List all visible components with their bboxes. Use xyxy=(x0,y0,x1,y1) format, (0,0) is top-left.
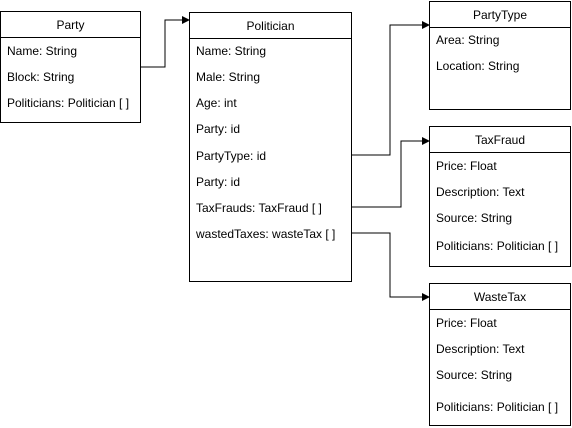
politician-field-partytype: PartyType: id xyxy=(196,149,267,163)
wastetax-field-description: Description: Text xyxy=(436,342,525,356)
wastetax-entity[interactable]: WasteTax Price: Float Description: Text … xyxy=(429,283,571,426)
connector-politician-to-taxfraud xyxy=(351,137,430,208)
taxfraud-field-politicians: Politicians: Politician [ ] xyxy=(436,239,559,253)
wastetax-field-politicians: Politicians: Politician [ ] xyxy=(436,400,559,414)
partytype-title: PartyType xyxy=(430,2,570,28)
partytype-field-location: Location: String xyxy=(436,59,520,73)
party-field-politicians: Politicians: Politician [ ] xyxy=(7,96,130,110)
politician-entity[interactable]: Politician Name: String Male: String Age… xyxy=(189,12,352,282)
taxfraud-entity[interactable]: TaxFraud Price: Float Description: Text … xyxy=(429,126,571,267)
politician-title: Politician xyxy=(190,13,351,39)
taxfraud-title: TaxFraud xyxy=(430,127,570,153)
party-field-block: Block: String xyxy=(7,70,75,84)
partytype-field-area: Area: String xyxy=(436,33,500,47)
politician-field-taxfrauds: TaxFrauds: TaxFraud [ ] xyxy=(196,201,322,215)
politician-field-male: Male: String xyxy=(196,70,261,84)
wastetax-field-source: Source: String xyxy=(436,368,513,382)
party-field-name: Name: String xyxy=(7,44,78,58)
taxfraud-field-price: Price: Float xyxy=(436,159,497,173)
taxfraud-field-source: Source: String xyxy=(436,211,513,225)
partytype-entity[interactable]: PartyType Area: String Location: String xyxy=(429,1,571,110)
politician-field-age: Age: int xyxy=(196,96,237,110)
connector-politician-to-wastetax xyxy=(351,232,430,301)
politician-field-party: Party: id xyxy=(196,122,241,136)
connector-politician-to-partytype xyxy=(351,21,430,156)
party-entity[interactable]: Party Name: String Block: String Politic… xyxy=(0,11,141,123)
politician-field-party-2: Party: id xyxy=(196,175,241,189)
politician-field-name: Name: String xyxy=(196,44,267,58)
wastetax-field-price: Price: Float xyxy=(436,316,497,330)
wastetax-title: WasteTax xyxy=(430,284,570,310)
party-title: Party xyxy=(1,12,140,38)
taxfraud-field-description: Description: Text xyxy=(436,185,525,199)
connector-party-to-politician xyxy=(140,16,190,68)
politician-field-wastedtaxes: wastedTaxes: wasteTax [ ] xyxy=(196,227,336,241)
